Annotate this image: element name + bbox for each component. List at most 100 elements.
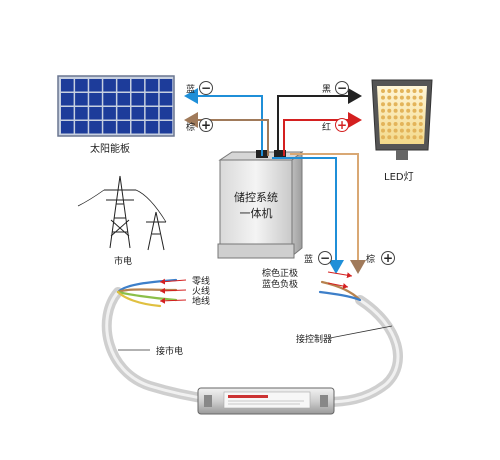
- led-dot: [412, 122, 417, 126]
- grid-label: 市电: [114, 257, 133, 267]
- solar-cell: [145, 93, 159, 106]
- led-dot: [381, 102, 385, 107]
- led-dot: [381, 89, 385, 93]
- controller-leads: [318, 280, 362, 302]
- solar-cell: [61, 107, 74, 120]
- led-dot: [393, 89, 398, 93]
- led-dot: [387, 122, 392, 126]
- led-dot: [406, 128, 411, 133]
- solar-cell: [159, 79, 173, 92]
- live-wire-label: 火线: [192, 287, 211, 297]
- solar-cell: [131, 79, 145, 92]
- solar-cell: [131, 93, 145, 106]
- minus-symbol: −: [201, 81, 211, 95]
- out-blue-wire: [272, 157, 344, 274]
- plus-symbol: +: [201, 118, 211, 132]
- led-driver-module: [197, 387, 335, 415]
- out-blue-minus-sign: −: [318, 251, 332, 265]
- led-dot: [418, 128, 423, 133]
- led-dot: [418, 122, 423, 126]
- led-dot: [412, 108, 417, 113]
- led-dot: [412, 95, 417, 100]
- solar-cell: [75, 121, 88, 134]
- neutral-wire-label: 零线: [192, 277, 211, 287]
- led-dot: [406, 89, 411, 93]
- solar-cell: [145, 107, 159, 120]
- led-dot: [393, 135, 398, 140]
- led-dot: [418, 115, 423, 120]
- led-dot: [381, 135, 385, 140]
- solar-cell: [103, 79, 116, 92]
- solar-cell: [117, 79, 130, 92]
- led-dot: [387, 89, 392, 93]
- solar-cell: [159, 107, 173, 120]
- callout-lines: [118, 325, 393, 351]
- led-dot: [418, 102, 423, 107]
- out-brown-label: 棕: [366, 255, 376, 265]
- led-dot: [399, 122, 404, 126]
- brown-positive-label: 棕色正极: [262, 269, 299, 279]
- solar-cell: [89, 121, 102, 134]
- solar-blue-wire: [184, 88, 263, 156]
- solar-cell: [159, 121, 173, 134]
- blue-negative-label: 蓝色负极: [262, 280, 299, 290]
- solar-minus-sign: −: [199, 81, 213, 95]
- led-dot: [399, 95, 404, 100]
- lamp-plus-sign: +: [335, 118, 349, 132]
- led-dot: [406, 95, 411, 100]
- lamp-leds: [381, 89, 423, 140]
- plus-symbol: +: [383, 251, 393, 265]
- led-dot: [406, 108, 411, 113]
- led-dot: [387, 95, 392, 100]
- led-dot: [381, 108, 385, 113]
- led-dot: [406, 102, 411, 107]
- led-dot: [387, 128, 392, 133]
- led-dot: [412, 102, 417, 107]
- lamp-red-label: 红: [322, 123, 332, 133]
- label-arrows: [159, 271, 353, 304]
- led-dot: [393, 102, 398, 107]
- solar-cell: [75, 107, 88, 120]
- led-dot: [412, 128, 417, 133]
- led-dot: [381, 122, 385, 126]
- solar-cell: [103, 121, 116, 134]
- led-dot: [412, 89, 417, 93]
- out-brown-plus-sign: +: [381, 251, 395, 265]
- led-dot: [399, 108, 404, 113]
- mains-cable: [101, 287, 219, 405]
- storage-unit-label: 储控系统 一体机: [234, 191, 278, 220]
- led-dot: [412, 135, 417, 140]
- led-dot: [393, 115, 398, 120]
- lamp-red-wire: [283, 112, 362, 156]
- solar-cell: [145, 121, 159, 134]
- led-dot: [387, 108, 392, 113]
- led-dot: [381, 115, 385, 120]
- solar-cell: [103, 107, 116, 120]
- led-dot: [418, 108, 423, 113]
- solar-cell: [103, 93, 116, 106]
- solar-blue-label: 蓝: [186, 85, 196, 95]
- led-dot: [387, 115, 392, 120]
- solar-panel: [57, 75, 175, 137]
- ground-wire-label: 地线: [192, 297, 211, 307]
- solar-brown-label: 棕: [186, 123, 196, 133]
- solar-plus-sign: +: [199, 118, 213, 132]
- led-dot: [387, 135, 392, 140]
- led-dot: [387, 102, 392, 107]
- led-dot: [399, 89, 404, 93]
- led-dot: [399, 102, 404, 107]
- power-towers-icon: [77, 175, 167, 251]
- led-dot: [406, 122, 411, 126]
- solar-cell: [61, 93, 74, 106]
- solar-cell: [89, 93, 102, 106]
- connect-mains-label: 接市电: [156, 347, 184, 357]
- lamp-black-wire: [277, 88, 362, 156]
- out-brown-wire: [290, 153, 366, 274]
- led-dot: [399, 135, 404, 140]
- plus-symbol: +: [337, 118, 347, 132]
- solar-cell: [61, 121, 74, 134]
- led-dot: [393, 128, 398, 133]
- solar-cell: [75, 93, 88, 106]
- solar-cell: [75, 79, 88, 92]
- solar-cells: [61, 79, 173, 134]
